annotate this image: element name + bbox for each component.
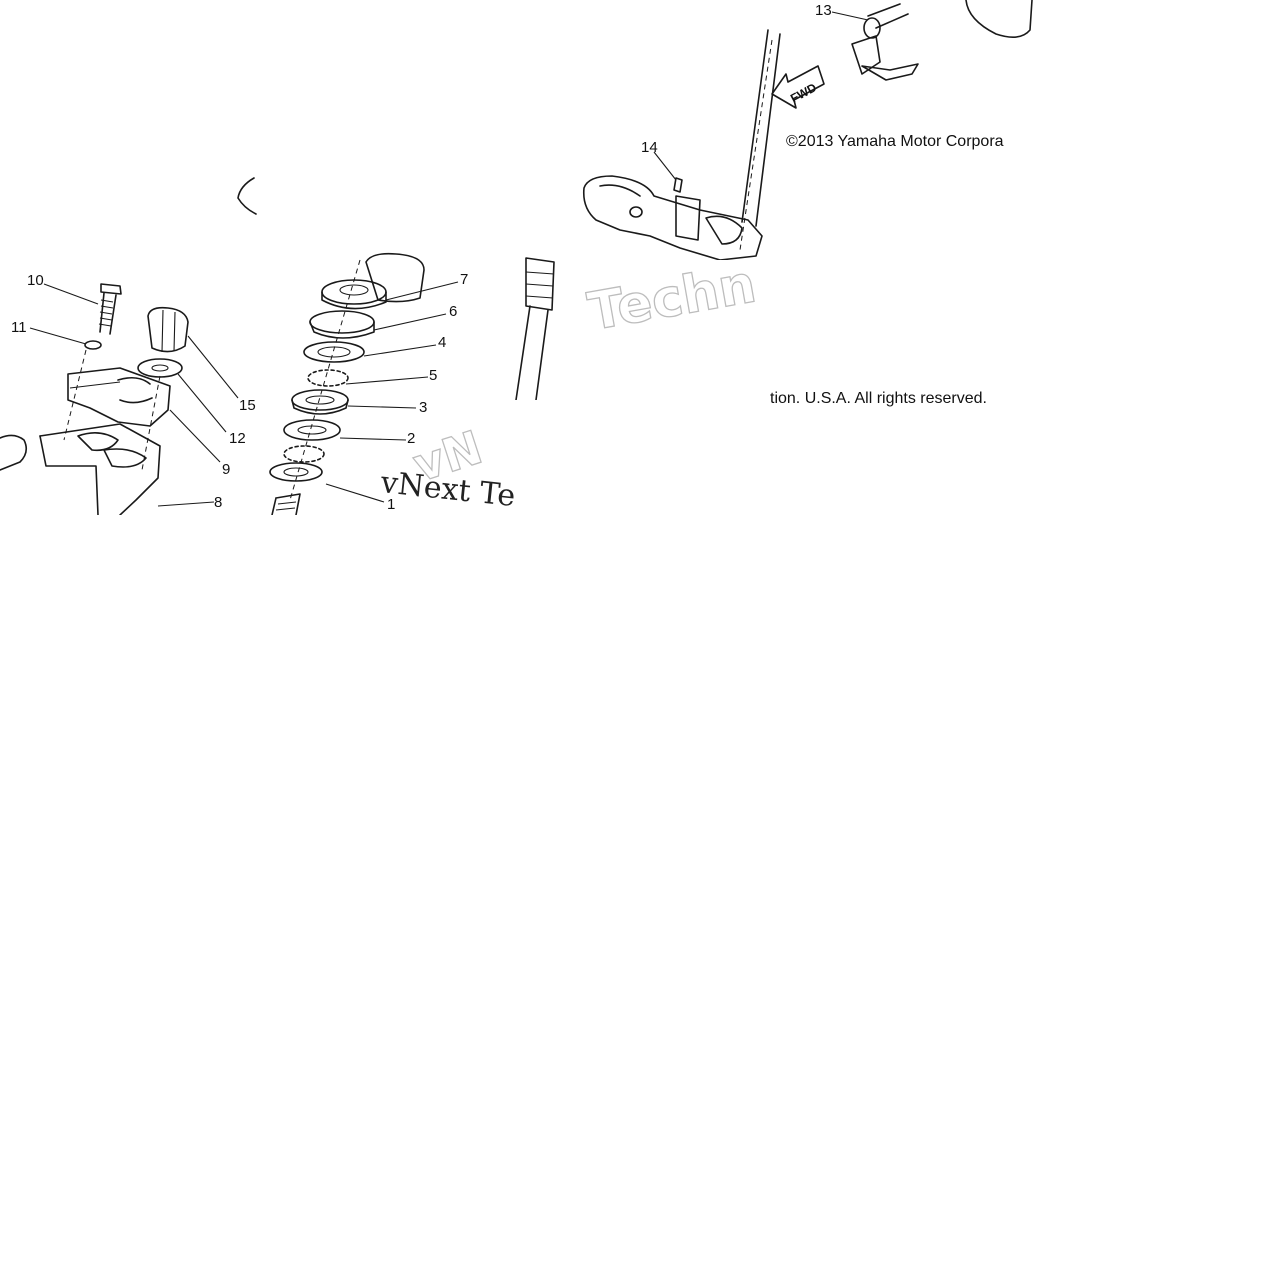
callout-2: 2 (407, 430, 415, 447)
bracket-fragment-top (237, 177, 257, 215)
callout-12: 12 (229, 430, 246, 447)
fwd-label: FWD (788, 80, 819, 105)
bearing-stack (269, 252, 425, 515)
washer-part-12 (137, 358, 183, 378)
lower-holder-part-8 (39, 423, 161, 515)
centerline (63, 349, 87, 441)
callout-4: 4 (438, 334, 446, 351)
callout-7: 7 (460, 271, 468, 288)
callout-6: 6 (449, 303, 457, 320)
callout-3: 3 (419, 399, 427, 416)
callout-8: 8 (214, 494, 222, 511)
bolt-part-10 (98, 283, 122, 335)
callout-14: 14 (641, 139, 658, 156)
callout-1: 1 (387, 496, 395, 513)
watermark-techn: Techn (584, 254, 761, 342)
fork-tube (515, 257, 555, 400)
callout-13: 13 (815, 2, 832, 19)
callout-10: 10 (27, 272, 44, 289)
watermark-vnext: vNext Te (378, 465, 517, 514)
callout-5: 5 (429, 367, 437, 384)
copyright-line-2: tion. U.S.A. All rights reserved. (770, 390, 987, 407)
callout-leaders (29, 11, 869, 507)
callout-11: 11 (11, 319, 27, 336)
handle-holder-assembly (0, 252, 425, 515)
cap-nut-part-15 (147, 306, 189, 353)
washer-part-11 (84, 340, 102, 350)
callout-15: 15 (239, 397, 256, 414)
centerline (141, 375, 161, 471)
crown-stub (0, 434, 28, 471)
copyright-line-1: ©2013 Yamaha Motor Corpora (786, 133, 1004, 150)
callout-9: 9 (222, 461, 230, 478)
steering-stem-assembly (582, 0, 1033, 260)
callout-numbers: 1 2 3 4 5 6 7 8 9 10 11 12 13 14 15 (11, 2, 832, 513)
upper-holder-part-9 (67, 367, 171, 427)
